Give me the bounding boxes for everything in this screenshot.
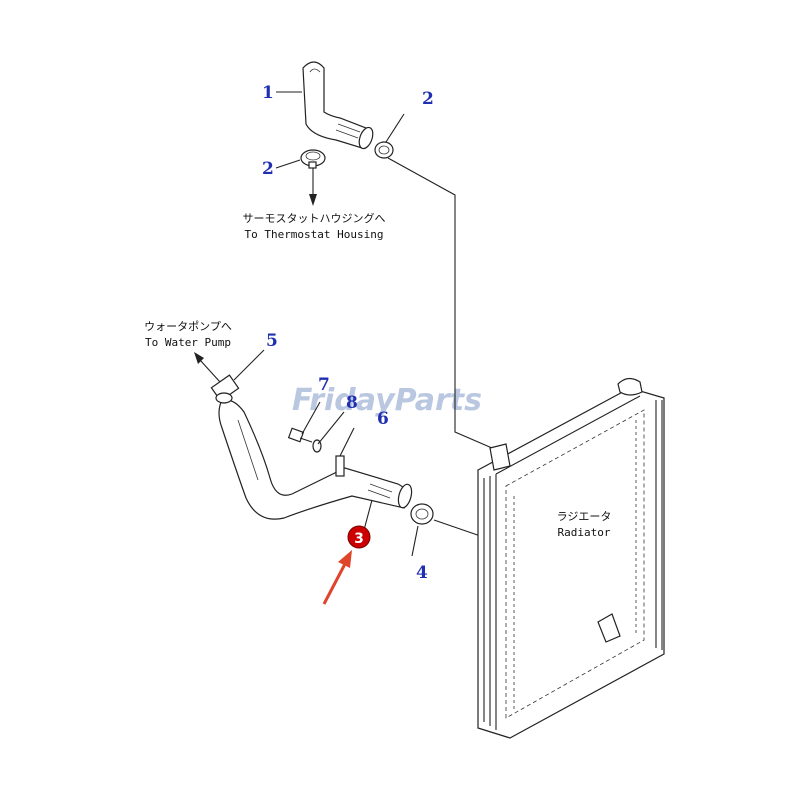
upper-hose[interactable] bbox=[302, 61, 375, 150]
callout-7[interactable]: 7 bbox=[318, 375, 330, 395]
thermostat-arrow-head bbox=[309, 194, 317, 206]
leader-4 bbox=[411, 525, 419, 557]
bracket[interactable] bbox=[335, 427, 355, 477]
watermark: FridayParts bbox=[292, 383, 482, 418]
highlight-arrow bbox=[322, 550, 352, 605]
leader-3 bbox=[363, 499, 373, 531]
leader-upper-to-radiator bbox=[387, 157, 493, 449]
bolt[interactable] bbox=[287, 427, 313, 443]
leader-8 bbox=[317, 411, 345, 445]
badge-circle bbox=[347, 525, 371, 549]
note-thermostat-en: To Thermostat Housing bbox=[244, 228, 383, 241]
callout-3-badge[interactable]: 3 bbox=[347, 525, 371, 549]
callout-4[interactable]: 4 bbox=[416, 563, 428, 583]
lower-hose[interactable] bbox=[218, 399, 414, 520]
note-thermostat-jp: サーモスタットハウジングへ bbox=[243, 211, 386, 225]
waterpump-arrow-line bbox=[199, 359, 221, 383]
radiator[interactable] bbox=[477, 377, 665, 739]
leader-2-middle bbox=[275, 159, 301, 169]
callout-5[interactable]: 5 bbox=[266, 331, 278, 351]
callout-6[interactable]: 6 bbox=[377, 409, 389, 429]
hose-clamp-lower[interactable] bbox=[410, 503, 434, 525]
leader-7 bbox=[301, 401, 321, 435]
leader-5 bbox=[233, 349, 265, 381]
callout-2-top[interactable]: 2 bbox=[422, 89, 434, 109]
hose-clamp-top[interactable] bbox=[374, 141, 394, 159]
pump-fitting[interactable] bbox=[210, 374, 240, 404]
hose-clamp-middle[interactable] bbox=[300, 149, 326, 169]
note-radiator-en: Radiator bbox=[558, 526, 611, 539]
note-radiator-jp: ラジエータ bbox=[557, 510, 612, 523]
callout-2-middle[interactable]: 2 bbox=[262, 159, 274, 179]
callout-3: 3 bbox=[354, 531, 364, 547]
note-waterpump-en: To Water Pump bbox=[145, 336, 231, 349]
leader-2-top bbox=[385, 113, 405, 143]
waterpump-arrow-head bbox=[194, 352, 204, 364]
callout-1[interactable]: 1 bbox=[262, 83, 274, 103]
callout-8[interactable]: 8 bbox=[346, 393, 358, 413]
note-waterpump-jp: ウォータポンプへ bbox=[144, 320, 232, 333]
